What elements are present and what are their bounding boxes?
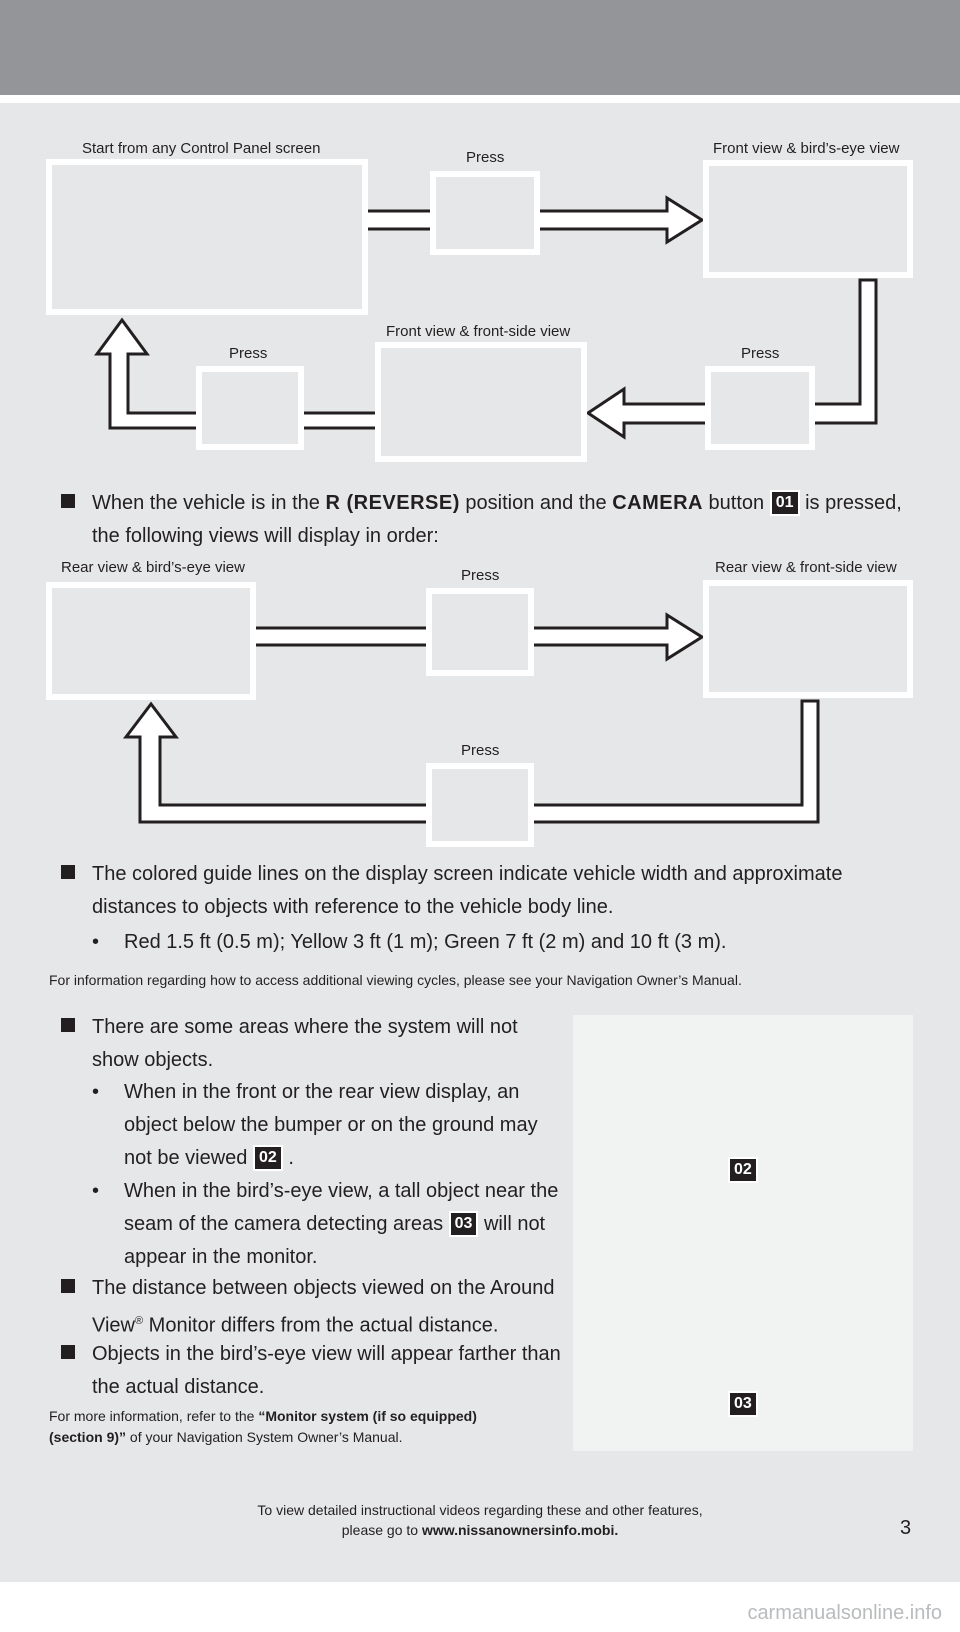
front-birds-eye-caption: Front view & bird’s-eye view [713,140,900,157]
text: is pressed, [799,492,902,514]
bullet-square [61,1018,75,1032]
rear-front-side-caption: Rear view & front-side view [715,559,897,576]
text: Red 1.5 ft (0.5 m); Yellow 3 ft (1 m); G… [124,931,727,953]
press-caption: Press [461,567,500,584]
note-viewing-cycles: For information regarding how to access … [49,972,742,988]
text: please go to [341,1522,422,1538]
rear-front-side-screen [703,580,913,698]
bottom-band [0,1582,960,1632]
press-caption: Press [741,345,780,362]
bullet-square [61,494,75,508]
camera-button-image [430,171,540,255]
bullet-dot: • [92,931,100,953]
camera-button-image [426,588,534,676]
text: View [92,1314,135,1337]
text: seam of the camera detecting areas [124,1213,444,1235]
bullet-dot: • [92,1081,100,1103]
monitor-photo-panel: 02 03 [573,1015,913,1451]
text: of your Navigation System Owner’s Manual… [126,1429,403,1445]
bullet-dot: • [92,1180,100,1202]
press-caption: Press [229,345,268,362]
control-panel-screen [46,159,368,315]
bullet-square [61,1279,75,1293]
page-number: 3 [900,1517,912,1539]
text: object below the bumper or on the ground… [124,1114,538,1136]
bullet-reverse: When the vehicle is in the R (REVERSE) p… [61,487,921,553]
bullet-blind-areas: There are some areas where the system wi… [61,1011,581,1077]
front-birds-eye-screen [703,160,913,278]
text: For more information, refer to the [49,1408,259,1424]
text: The colored guide lines on the display s… [92,863,843,885]
rear-birds-eye-screen [46,582,256,700]
start-caption: Start from any Control Panel screen [82,140,321,157]
callout-badge-03: 03 [728,1391,758,1417]
camera-label: CAMERA [612,492,703,514]
text: There are some areas where the system wi… [92,1016,518,1038]
text: When in the front or the rear view displ… [124,1081,520,1103]
text: not be viewed [124,1147,248,1169]
top-header-bar [0,0,960,95]
text: show objects. [92,1049,214,1071]
press-caption: Press [461,742,500,759]
text: distances to objects with reference to t… [92,896,614,918]
text: the actual distance. [92,1376,265,1398]
footer-text: To view detailed instructional videos re… [0,1500,960,1540]
guide-line-distances: • Red 1.5 ft (0.5 m); Yellow 3 ft (1 m);… [92,926,912,959]
blind-area-bumper: • When in the front or the rear view dis… [92,1076,572,1175]
bullet-square [61,1345,75,1359]
bullet-guide-lines: The colored guide lines on the display s… [61,858,921,924]
text: appear in the monitor. [124,1246,318,1268]
press-caption: Press [466,149,505,166]
front-side-caption: Front view & front-side view [386,323,571,340]
text: When in the bird’s-eye view, a tall obje… [124,1180,559,1202]
camera-button-image [705,366,815,450]
text: To view detailed instructional videos re… [257,1502,703,1518]
rear-birds-eye-caption: Rear view & bird’s-eye view [61,559,245,576]
callout-badge-02: 02 [252,1145,283,1171]
bullet-square [61,865,75,879]
blind-area-seam: • When in the bird’s-eye view, a tall ob… [92,1175,572,1274]
header-rule [0,95,960,103]
camera-button-image [196,366,304,450]
text: . [288,1147,294,1169]
arrow-loop-bottom [122,699,820,824]
bullet-farther: Objects in the bird’s-eye view will appe… [61,1338,581,1404]
text: Objects in the bird’s-eye view will appe… [92,1343,561,1365]
text: When the vehicle is in the [92,492,326,514]
text: The distance between objects viewed on t… [92,1277,555,1299]
callout-badge-02: 02 [728,1157,758,1183]
text: button [703,492,770,514]
callout-badge-01: 01 [769,490,800,516]
note-monitor-system: For more information, refer to the “Moni… [49,1406,569,1448]
bullet-distance: The distance between objects viewed on t… [61,1272,581,1343]
camera-button-image [426,763,534,847]
front-side-screen [375,342,587,462]
section-reference: (section 9)” [49,1429,127,1445]
reverse-label: R (REVERSE) [325,492,460,514]
text: will not [483,1213,546,1235]
registered-mark: ® [135,1315,144,1327]
section-reference: “Monitor system (if so equipped) [258,1408,477,1424]
callout-badge-03: 03 [448,1211,479,1237]
text: the following views will display in orde… [92,525,439,547]
text: position and the [459,492,613,514]
text: Monitor differs from the actual distance… [143,1314,499,1337]
website-link[interactable]: www.nissanownersinfo.mobi. [421,1522,619,1538]
watermark: carmanualsonline.info [747,1602,942,1624]
